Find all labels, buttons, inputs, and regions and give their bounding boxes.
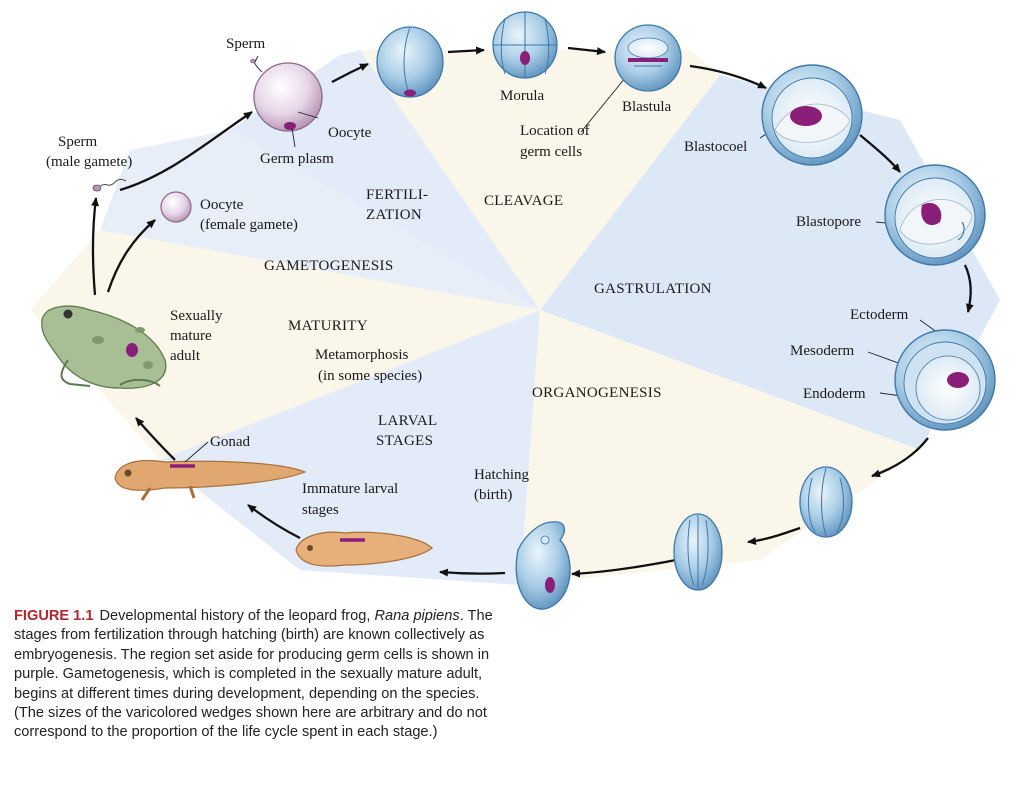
- label-sperm: Sperm: [226, 36, 265, 52]
- wedge-gastrulation: [540, 75, 1000, 450]
- caption-text: . The stages from fertilization through …: [14, 608, 493, 741]
- morula-icon: [492, 11, 558, 79]
- wedge-gametogenesis: [100, 130, 540, 310]
- arrow-icon: [247, 504, 301, 540]
- arrow-icon: [963, 264, 974, 313]
- arrow-icon: [747, 526, 801, 546]
- tailbud-embryo-icon: [515, 521, 571, 610]
- tadpole-icon: [295, 531, 433, 567]
- oocyte-icon: [160, 191, 192, 223]
- stage-label-gametogenesis: GAMETOGENESIS: [264, 258, 393, 274]
- label-sexually-mature-adult: Sexually: [170, 308, 223, 324]
- caption-text: Developmental history of the leopard fro…: [99, 608, 375, 624]
- figure-caption: FIGURE 1.1 Developmental history of the l…: [14, 607, 494, 743]
- stage-label-cleavage: CLEAVAGE: [484, 193, 563, 209]
- wedge-maturity: [30, 230, 540, 460]
- label-germ-plasm: Germ plasm: [260, 151, 334, 167]
- label-location-of-germ-cells: germ cells: [520, 144, 582, 160]
- arrow-icon: [91, 197, 99, 296]
- label-sexually-mature-adult: mature: [170, 328, 212, 344]
- pointer-line-gonad: [184, 441, 209, 463]
- label-oocyte: Oocyte: [328, 125, 372, 141]
- stage-label-organogenesis: ORGANOGENESIS: [532, 385, 662, 401]
- stage-label-larval: STAGES: [376, 433, 433, 449]
- wedge-larval: [160, 310, 540, 585]
- arrow-icon: [106, 219, 156, 293]
- label-oocyte-female-gamete: Oocyte: [200, 197, 244, 213]
- larva-with-legs-icon: [114, 459, 307, 501]
- stage-label-gastrulation: GASTRULATION: [594, 281, 712, 297]
- label-blastopore: Blastopore: [796, 214, 861, 230]
- arrow-icon: [447, 46, 485, 55]
- label-immature-larval-stages: stages: [302, 502, 339, 518]
- arrow-icon: [689, 64, 767, 90]
- germ-layers-embryo-icon: [894, 329, 996, 431]
- label-hatching: Hatching: [474, 467, 529, 483]
- stage-label-maturity: MATURITY: [288, 318, 368, 334]
- neurula-icon: [799, 466, 853, 538]
- label-immature-larval-stages: Immature larval: [302, 481, 398, 497]
- arrow-icon: [119, 111, 253, 192]
- blastocoel-embryo-icon: [761, 64, 863, 166]
- label-hatching: (birth): [474, 487, 512, 503]
- stage-label-larval: LARVAL: [378, 413, 438, 429]
- sperm-icon: [92, 178, 127, 192]
- arrow-icon: [871, 437, 929, 478]
- label-endoderm: Endoderm: [803, 386, 866, 402]
- label-morula: Morula: [500, 88, 545, 104]
- label-ectoderm: Ectoderm: [850, 307, 909, 323]
- arrow-icon: [571, 558, 677, 578]
- blastula-icon: [614, 24, 682, 92]
- stage-label-metamorphosis: Metamorphosis: [315, 347, 408, 363]
- label-blastocoel: Blastocoel: [684, 139, 747, 155]
- cycle-arrows: [91, 46, 974, 578]
- arrow-icon: [135, 417, 176, 461]
- frog-icon: [41, 305, 167, 389]
- arrow-icon: [859, 134, 901, 173]
- caption-species: Rana pipiens: [374, 608, 460, 624]
- label-sperm-male-gamete: (male gamete): [46, 154, 132, 170]
- embryo-icon: [376, 26, 444, 98]
- label-blastula: Blastula: [622, 99, 672, 115]
- label-sexually-mature-adult: adult: [170, 348, 201, 364]
- neural-tube-embryo-icon: [673, 513, 723, 591]
- arrow-icon: [331, 62, 369, 84]
- figure-label: FIGURE 1.1: [14, 608, 94, 624]
- stage-label-fertilization: ZATION: [366, 207, 422, 223]
- wedge-cleavage: [360, 50, 720, 310]
- arrow-icon: [439, 568, 506, 577]
- stage-label-metamorphosis: (in some species): [318, 368, 422, 384]
- label-oocyte-female-gamete: (female gamete): [200, 217, 298, 233]
- label-gonad: Gonad: [210, 434, 250, 450]
- blastopore-embryo-icon: [884, 164, 986, 266]
- arrow-icon: [567, 46, 606, 56]
- stage-label-fertilization: FERTILI-: [366, 187, 428, 203]
- label-mesoderm: Mesoderm: [790, 343, 854, 359]
- label-sperm-male-gamete: Sperm: [58, 134, 97, 150]
- label-location-of-germ-cells: Location of: [520, 123, 590, 139]
